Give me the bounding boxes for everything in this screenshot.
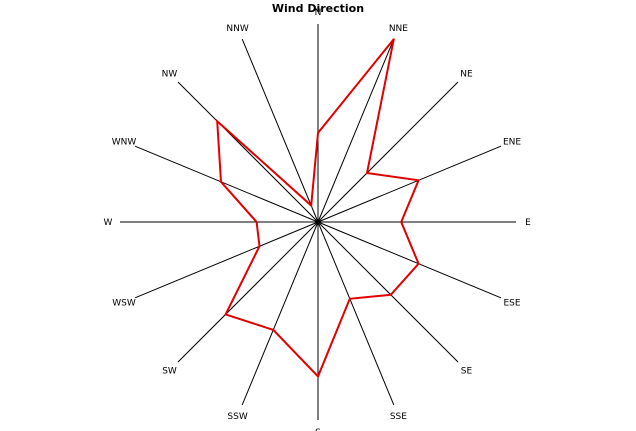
data-point-nnw bbox=[310, 204, 313, 207]
center-hub bbox=[316, 220, 320, 224]
direction-label-w: W bbox=[104, 218, 113, 228]
direction-label-s: S bbox=[315, 428, 321, 431]
spoke-nnw bbox=[241, 38, 319, 223]
direction-label-sw: SW bbox=[162, 367, 177, 377]
data-point-ssw bbox=[272, 329, 275, 331]
spoke-sse bbox=[317, 221, 395, 406]
direction-label-ese: ESE bbox=[503, 298, 520, 308]
spoke-nw bbox=[177, 81, 319, 223]
data-point-n bbox=[317, 132, 319, 134]
spokes-group bbox=[120, 24, 516, 420]
data-point-e bbox=[400, 221, 403, 223]
spoke-ssw bbox=[241, 221, 319, 406]
data-point-nw bbox=[216, 120, 218, 122]
data-point-ese bbox=[417, 262, 420, 265]
data-point-sse bbox=[349, 298, 351, 300]
spoke-wnw bbox=[134, 145, 319, 223]
spoke-se bbox=[317, 221, 459, 363]
data-point-nne bbox=[393, 38, 395, 40]
direction-label-se: SE bbox=[461, 367, 473, 377]
spoke-ese bbox=[317, 221, 502, 299]
direction-labels-group: N NNE NE ENE E ESE SE SSE S SSW SW WSW W WNW NW NNW bbox=[104, 8, 532, 431]
data-point-wnw bbox=[220, 181, 222, 183]
direction-label-ene: ENE bbox=[503, 138, 521, 148]
spoke-wsw bbox=[134, 221, 319, 299]
direction-label-nne: NNE bbox=[389, 24, 408, 34]
series-group bbox=[216, 38, 421, 379]
direction-label-ne: NE bbox=[460, 70, 473, 80]
spoke-ne bbox=[317, 81, 459, 223]
direction-label-nw: NW bbox=[162, 70, 178, 80]
data-point-ne bbox=[366, 172, 368, 174]
data-point-wsw bbox=[258, 245, 261, 247]
data-point-ene bbox=[417, 179, 420, 182]
direction-label-nnw: NNW bbox=[226, 24, 248, 34]
direction-label-e: E bbox=[525, 218, 531, 228]
direction-label-wnw: WNW bbox=[112, 138, 137, 148]
data-point-se bbox=[390, 294, 392, 296]
data-point-s bbox=[317, 375, 319, 378]
direction-label-wsw: WSW bbox=[112, 298, 136, 308]
direction-label-n: N bbox=[315, 8, 322, 18]
data-point-sw bbox=[224, 313, 227, 316]
data-point-w bbox=[255, 221, 258, 223]
spoke-ene bbox=[317, 145, 502, 223]
direction-label-sse: SSE bbox=[390, 412, 407, 422]
spoke-sw bbox=[177, 221, 319, 363]
direction-label-ssw: SSW bbox=[227, 412, 247, 422]
chart-title: Wind Direction bbox=[272, 2, 364, 15]
spoke-nne bbox=[317, 38, 395, 223]
